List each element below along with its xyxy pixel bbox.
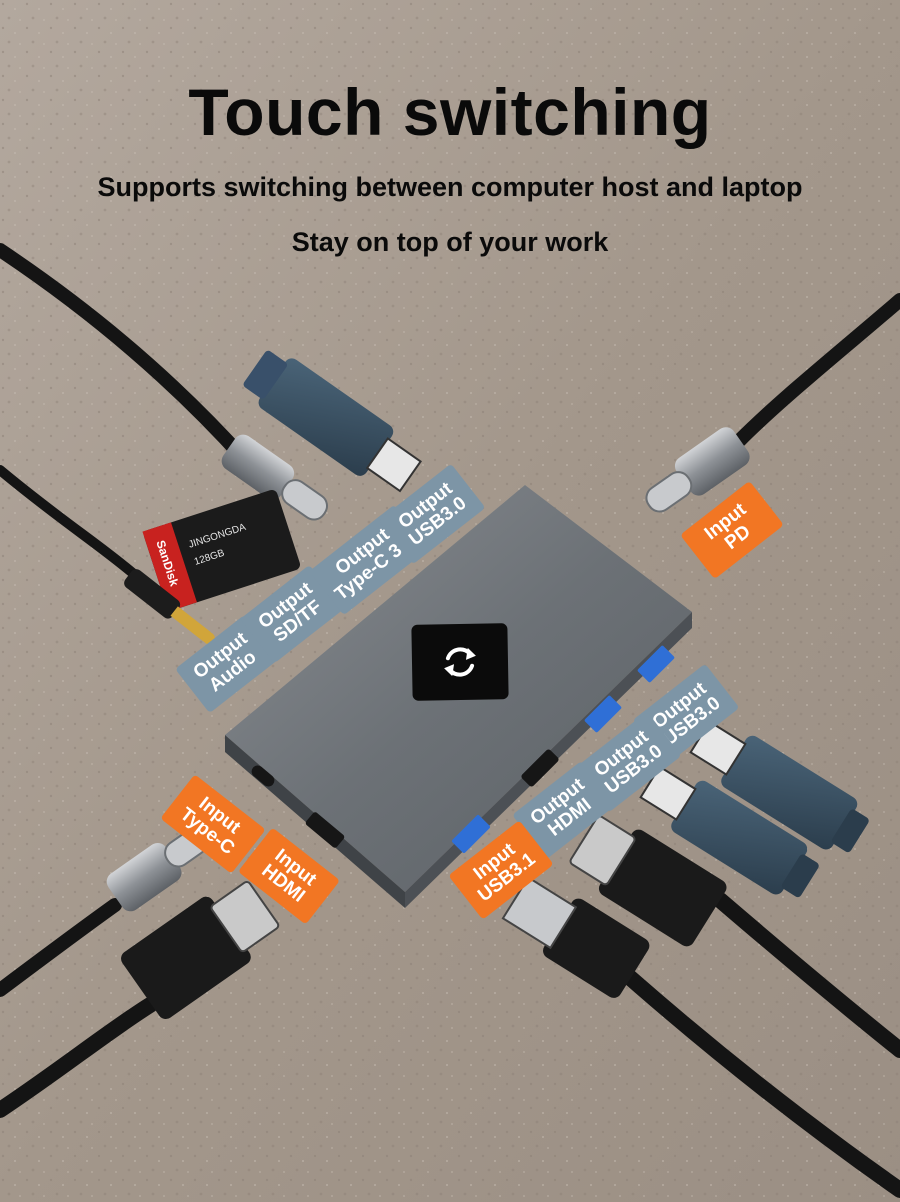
touch-switch-button[interactable]: [411, 623, 509, 701]
page-tagline: Stay on top of your work: [291, 227, 609, 257]
page-subtitle: Supports switching between computer host…: [97, 172, 803, 202]
page-title: Touch switching: [188, 75, 712, 149]
hub-device: [225, 485, 692, 908]
